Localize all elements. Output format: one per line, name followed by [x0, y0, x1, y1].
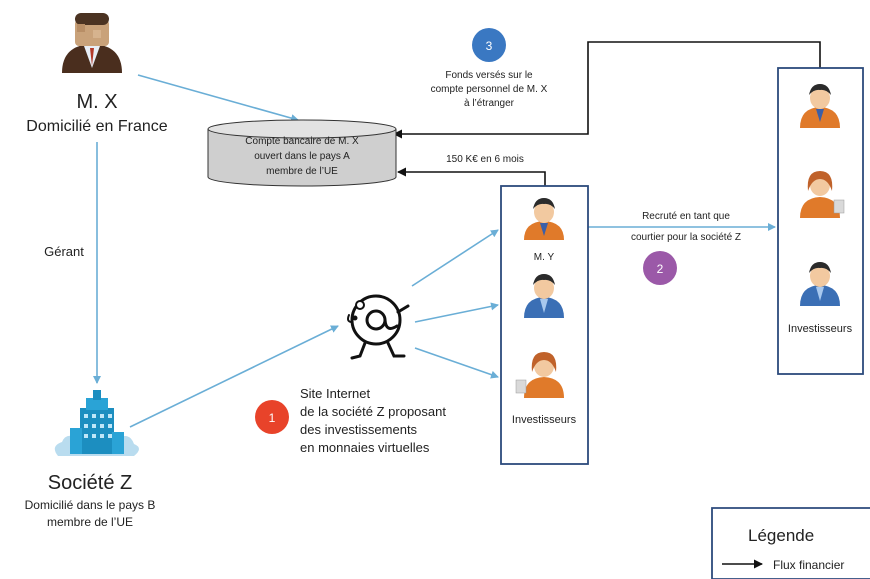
investor-man-icon — [524, 274, 564, 318]
mx-subtitle: Domicilié en France — [26, 118, 167, 135]
arrow-site-to-investor-bottom — [414, 347, 499, 379]
step-3-number: 3 — [486, 39, 493, 53]
left-group-box — [500, 185, 589, 465]
step-1-line-2: de la société Z proposant — [300, 404, 446, 419]
right-investor-woman-icon — [800, 171, 845, 218]
arrow-mx-to-bank — [137, 74, 299, 122]
step-2-line-1: Recruté en tant que — [642, 211, 730, 222]
legend-item: Flux financier — [773, 558, 844, 572]
societe-z-line-1: Domicilié dans le pays B — [25, 498, 156, 512]
societe-z-name: Société Z — [48, 472, 132, 494]
internet-at-icon — [347, 294, 410, 360]
step-3-line-3: à l’étranger — [464, 98, 515, 109]
arrow-site-to-my — [411, 229, 499, 287]
step-2-badge — [643, 251, 677, 285]
blue-flows — [93, 74, 776, 428]
legend-title: Légende — [748, 526, 814, 545]
step-3-badge — [472, 28, 506, 62]
bank-line-1: Compte bancaire de M. X — [245, 136, 359, 147]
mx-name: M. X — [76, 91, 117, 113]
investor-woman-icon — [515, 352, 564, 398]
my-person-icon — [524, 198, 564, 240]
step-1-number: 1 — [269, 411, 276, 425]
left-investors-label: Investisseurs — [512, 414, 577, 426]
step-1-line-4: en monnaies virtuelles — [300, 440, 430, 455]
gerant-label: Gérant — [44, 244, 84, 259]
step-1-line-3: des investissements — [300, 422, 418, 437]
right-investors-label: Investisseurs — [788, 323, 853, 335]
step-3-line-1: Fonds versés sur le — [445, 70, 533, 81]
legend: Légende Flux financier — [711, 507, 870, 579]
bank-line-2: ouvert dans le pays A — [254, 151, 350, 162]
flow-150-label: 150 K€ en 6 mois — [446, 154, 524, 165]
flow-right-group-to-bank — [393, 41, 821, 139]
arrow-site-to-investor-mid — [414, 302, 499, 323]
mx-person-icon — [62, 13, 122, 73]
right-investor-man-2-icon — [800, 262, 840, 306]
step-2-number: 2 — [657, 262, 664, 276]
black-flows — [393, 41, 821, 186]
my-label: M. Y — [534, 252, 555, 263]
step-1-line-1: Site Internet — [300, 386, 370, 401]
flow-left-group-to-bank — [397, 167, 546, 186]
arrow-societe-to-site — [129, 325, 339, 428]
step-2-line-2: courtier pour la société Z — [631, 232, 741, 243]
building-icon — [54, 390, 139, 456]
step-1-badge — [255, 400, 289, 434]
right-investor-man-1-icon — [800, 84, 840, 128]
societe-z-line-2: membre de l’UE — [47, 515, 133, 529]
step-3-line-2: compte personnel de M. X — [431, 84, 548, 95]
bank-account-cylinder — [207, 119, 397, 187]
bank-line-3: membre de l’UE — [266, 166, 338, 177]
